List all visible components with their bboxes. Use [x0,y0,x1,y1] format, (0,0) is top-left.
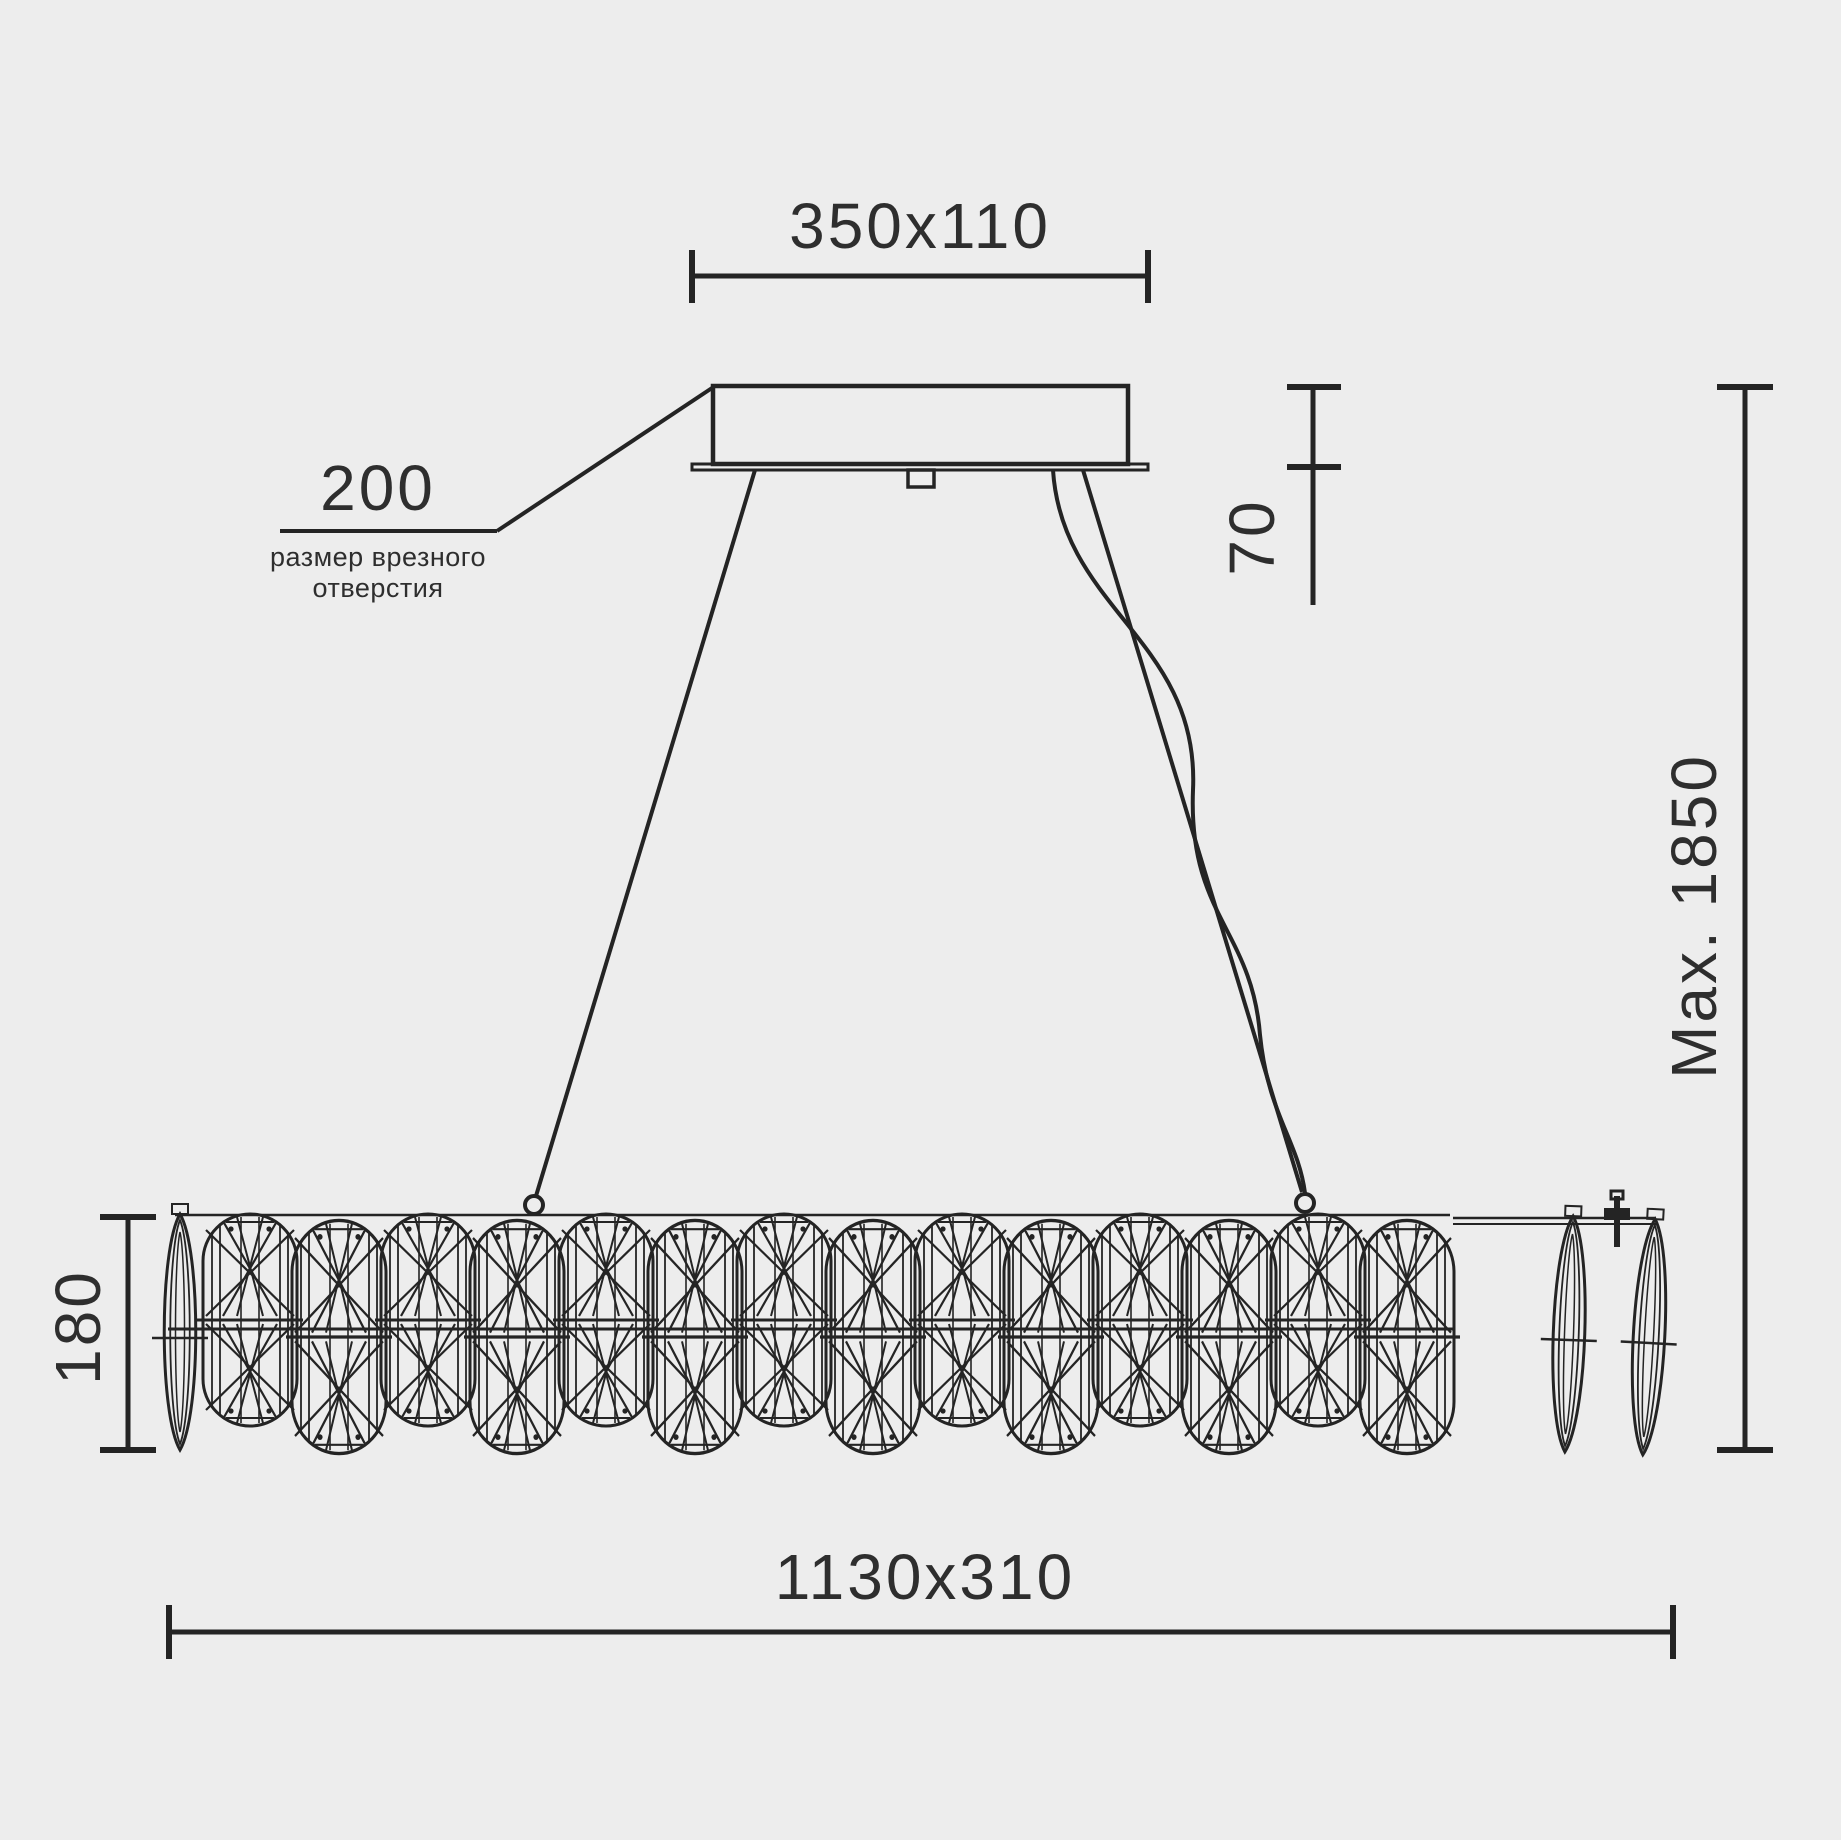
rod-connector [1604,1189,1630,1247]
cutout-leader [280,386,714,533]
canopy-drawing [690,383,1150,489]
cutout-note: размер врезного отверстия [270,542,486,604]
canopy-height-label: 70 [1216,498,1288,576]
suspension-cable-right [1051,469,1316,1214]
dim-canopy-width [689,250,1151,303]
cutout-size-label: 200 [320,452,436,524]
max-height-label: Max. 1850 [1658,753,1730,1079]
cutout-note-line1: размер врезного [269,542,487,572]
dim-max-height [1717,384,1773,1453]
dim-canopy-height [1287,384,1341,605]
body-size-label: 1130x310 [774,1541,1076,1613]
body-height-label: 180 [42,1269,114,1385]
dim-body-height [100,1214,156,1453]
power-wire [1051,469,1307,1194]
canopy-size-label: 350x110 [789,190,1051,262]
suspension-cable-left [523,469,757,1216]
cutout-note-line2: отверстия [312,573,444,603]
dim-body-size [166,1605,1676,1659]
chandelier-body [150,1189,1686,1458]
